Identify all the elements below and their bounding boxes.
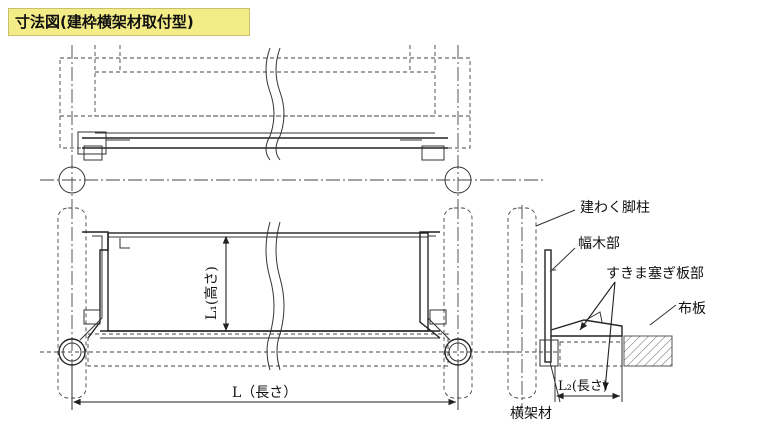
side-view	[490, 205, 677, 408]
label-L-length: L（長さ）	[232, 385, 297, 401]
front-view	[40, 205, 520, 410]
label-oukazai: 横架材	[510, 406, 552, 422]
plan-view	[40, 45, 545, 205]
label-nunoita: 布板	[678, 301, 706, 317]
diagram-title: 寸法図(建枠横架材取付型)	[8, 8, 250, 36]
label-habaki-bu: 幅木部	[578, 236, 620, 252]
label-L1-height: L₁(高さ)	[203, 266, 220, 320]
label-sukima-fusagi: すきま塞ぎ板部	[606, 265, 704, 282]
label-tatewaku-kyakuchu: 建わく脚柱	[580, 200, 650, 216]
label-L2-length: L₂(長さ)	[558, 379, 608, 394]
